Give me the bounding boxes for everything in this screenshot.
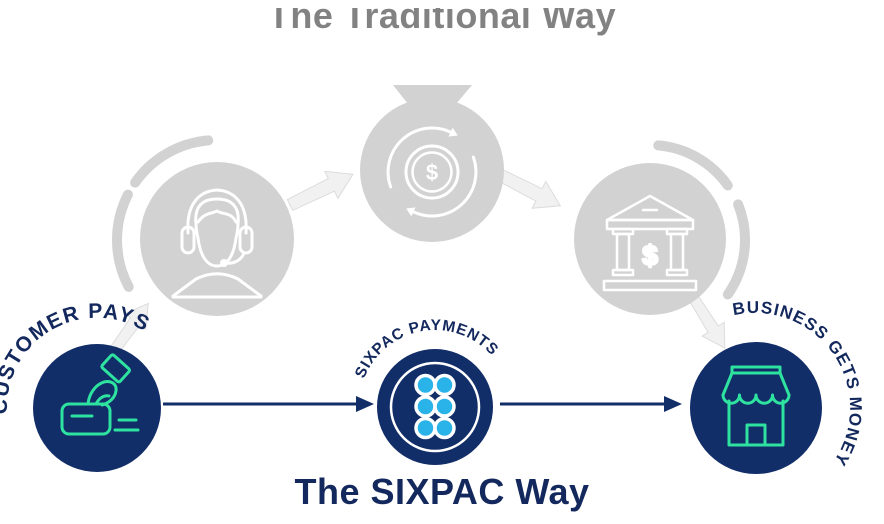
swoosh-arc-left-side xyxy=(112,189,134,292)
support-agent-icon xyxy=(171,188,263,299)
bank-node: $ xyxy=(574,163,726,315)
sixpac-ring xyxy=(389,361,481,453)
connector-arrow-support-to-exchange xyxy=(286,170,354,212)
exchange-arrowhead-bottom xyxy=(406,207,416,217)
flow-arrowhead-left xyxy=(356,396,374,412)
money-exchange-node: $ xyxy=(360,85,504,242)
sixpac-node xyxy=(377,349,493,465)
support-agent-node xyxy=(140,162,294,316)
bank-circle xyxy=(574,163,726,315)
flow-arrowhead-right xyxy=(664,396,682,412)
top-edge-mask xyxy=(0,0,884,8)
bank-icon: $ xyxy=(602,194,698,292)
swoosh-arc-left-top xyxy=(130,135,214,188)
money-exchange-circle xyxy=(360,98,504,242)
storefront-icon xyxy=(721,365,791,447)
customer-pays-node xyxy=(33,344,161,472)
money-exchange-icon: $ xyxy=(386,126,478,218)
sixpac-dots-icon xyxy=(414,373,456,440)
customer-pays-circle xyxy=(33,344,161,472)
swoosh-arc-right-side xyxy=(722,199,750,300)
exchange-arrowhead-top xyxy=(448,127,458,137)
support-agent-circle xyxy=(140,162,294,316)
exchange-dollar-glyph: $ xyxy=(426,160,438,185)
swoosh-arc-right-top xyxy=(653,140,733,191)
flow-arrow-right xyxy=(500,396,682,412)
sixpac-title: The SIXPAC Way xyxy=(294,471,590,512)
card-payment-icon xyxy=(60,353,140,436)
business-node xyxy=(690,342,822,474)
business-circle xyxy=(690,342,822,474)
connector-arrow-bank-to-business xyxy=(688,293,726,349)
bank-dollar-glyph: $ xyxy=(642,240,658,271)
flow-arrow-left xyxy=(163,396,374,412)
